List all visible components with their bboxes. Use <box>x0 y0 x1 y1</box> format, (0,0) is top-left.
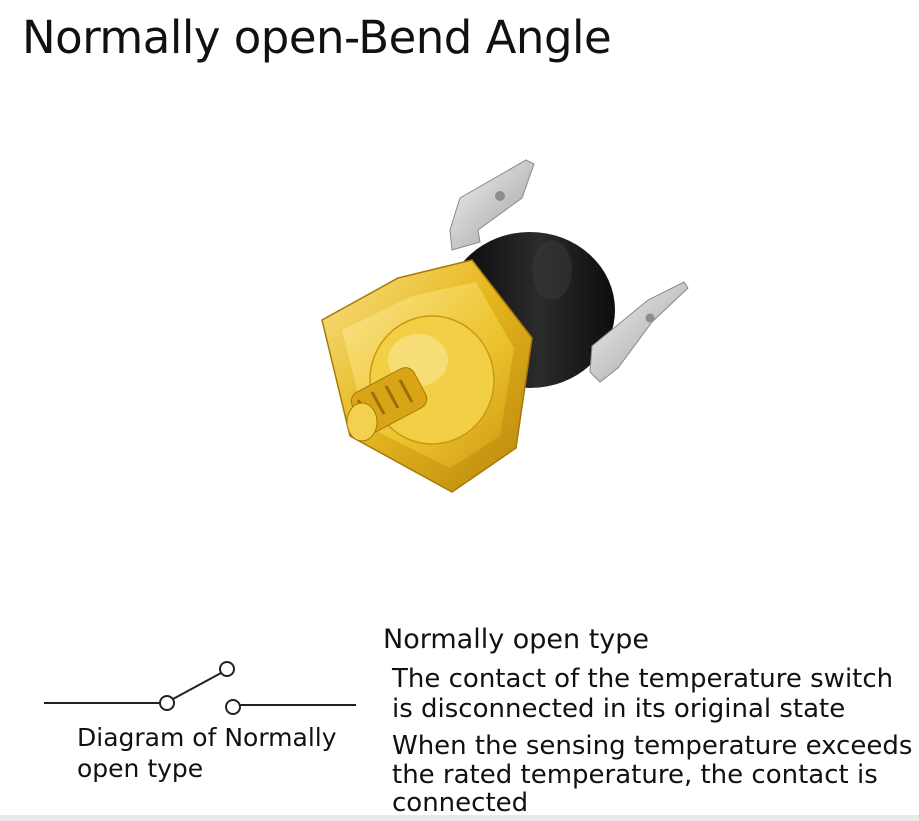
switch-blade <box>172 672 222 700</box>
diagram-caption-line-1: Diagram of Normally <box>77 723 337 752</box>
description-line-5: connected <box>392 788 529 818</box>
normally-open-switch-symbol <box>44 661 356 715</box>
blade-pivot-contact <box>219 661 235 677</box>
page-title: Normally open-Bend Angle <box>22 11 612 64</box>
description-line-3: When the sensing temperature exceeds <box>392 731 913 761</box>
left-contact <box>159 695 175 711</box>
threaded-stud <box>346 367 428 442</box>
description-line-4: the rated temperature, the contact is <box>392 760 878 790</box>
description-line-1: The contact of the temperature switch <box>392 664 894 694</box>
description-heading: Normally open type <box>383 624 650 655</box>
description-line-2: is disconnected in its original state <box>392 694 846 724</box>
diagram-caption: Diagram of Normally open type <box>77 722 337 784</box>
bottom-divider <box>0 815 919 821</box>
upper-terminal <box>449 159 535 251</box>
diagram-caption-line-2: open type <box>77 754 204 783</box>
right-contact <box>225 699 241 715</box>
thermostat-photo <box>321 159 689 493</box>
